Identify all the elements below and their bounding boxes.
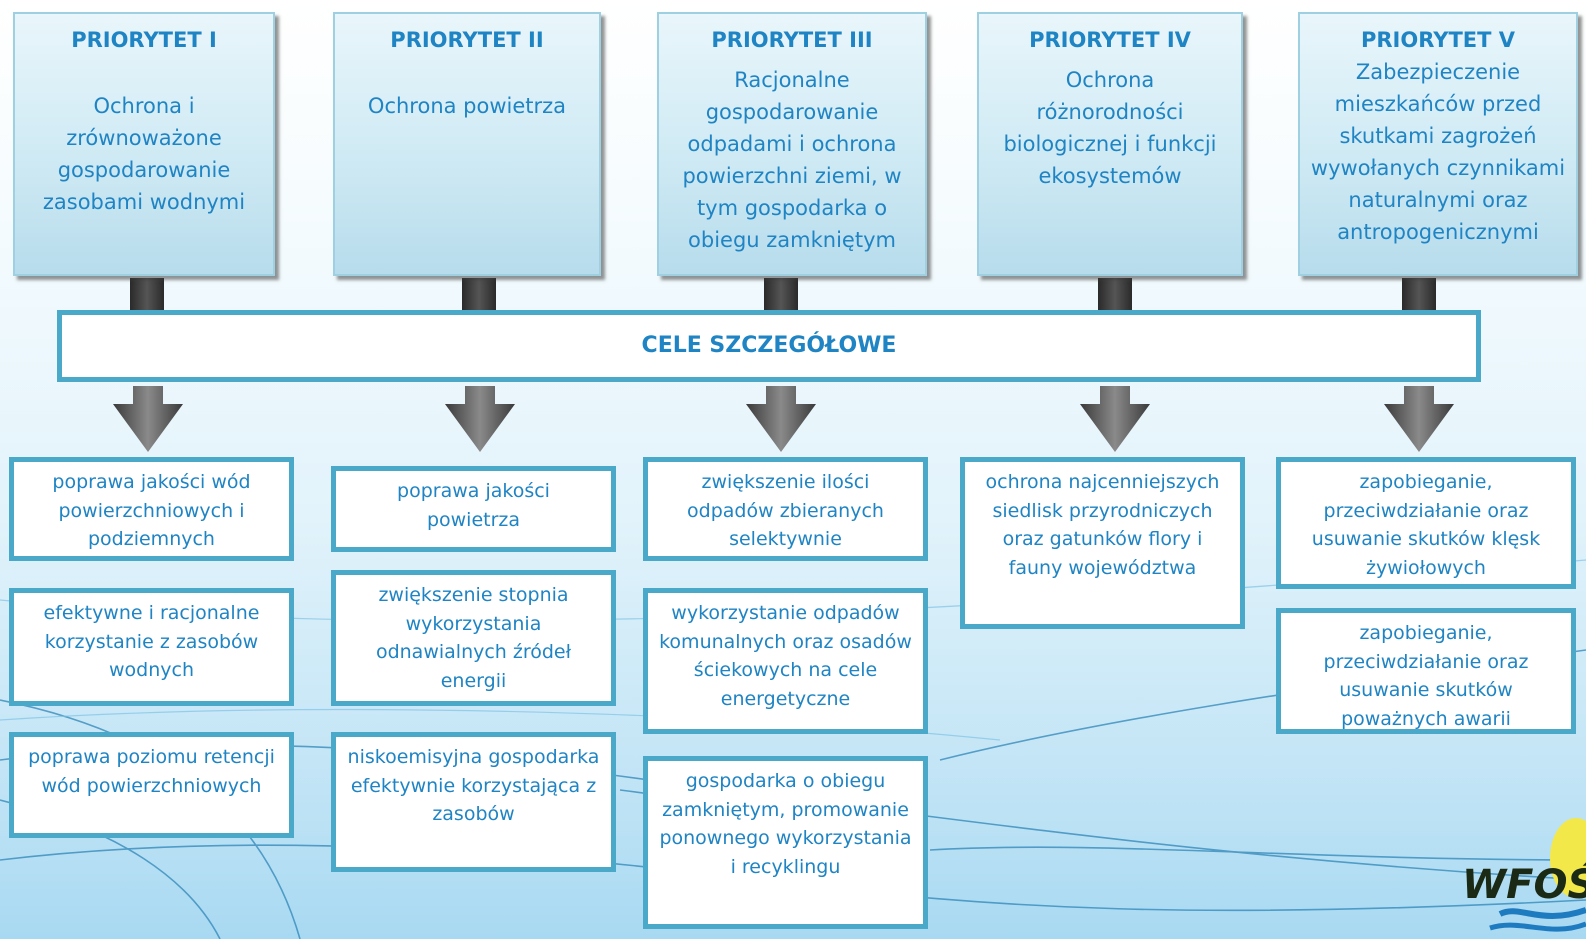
connector-4	[1098, 278, 1132, 312]
goal-text: niskoemisyjna gospodarka efektywnie korz…	[347, 746, 600, 825]
connector-1	[130, 278, 164, 312]
priority-box-5: PRIORYTET V Zabezpieczenie mieszkańców p…	[1298, 12, 1578, 276]
priority-title: PRIORYTET IV	[1029, 28, 1191, 52]
priority-description: Zabezpieczenie mieszkańców przed skutkam…	[1310, 60, 1566, 244]
priority-box-2: PRIORYTET II Ochrona powietrza	[333, 12, 601, 276]
priority-title: PRIORYTET II	[390, 28, 544, 52]
down-arrow-icon	[746, 386, 816, 452]
connector-3	[764, 278, 798, 312]
goal-text: ochrona najcenniejszych siedlisk przyrod…	[985, 471, 1220, 579]
goal-box: zapobieganie, przeciwdziałanie oraz usuw…	[1276, 608, 1576, 734]
goal-text: gospodarka o obiegu zamkniętym, promowan…	[659, 770, 912, 878]
goal-box: poprawa jakości powietrza	[331, 466, 616, 552]
goal-box: gospodarka o obiegu zamkniętym, promowan…	[643, 756, 928, 929]
priority-description: Ochrona powietrza	[367, 94, 567, 118]
goal-box: poprawa poziomu retencji wód powierzchni…	[9, 732, 294, 838]
priority-title: PRIORYTET III	[711, 28, 873, 52]
goal-text: poprawa jakości powietrza	[397, 480, 550, 531]
priority-description: Racjonalne gospodarowanie odpadami i och…	[682, 68, 902, 252]
connector-2	[462, 278, 496, 312]
goal-text: wykorzystanie odpadów komunalnych oraz o…	[659, 602, 912, 710]
down-arrow-icon	[1080, 386, 1150, 452]
goal-text: zwiększenie stopnia wykorzystania odnawi…	[375, 584, 572, 692]
down-arrow-icon	[113, 386, 183, 452]
svg-text:WFOŚ: WFOŚ	[1462, 860, 1586, 908]
cele-title: CELE SZCZEGÓŁOWE	[641, 333, 897, 358]
priority-description: Ochrona różnorodności biologicznej i fun…	[1003, 68, 1217, 188]
goal-text: efektywne i racjonalne korzystanie z zas…	[43, 602, 260, 681]
goal-box: poprawa jakości wód powierzchniowych i p…	[9, 457, 294, 561]
goal-box: wykorzystanie odpadów komunalnych oraz o…	[643, 588, 928, 734]
connector-5	[1402, 278, 1436, 312]
goal-text: poprawa poziomu retencji wód powierzchni…	[28, 746, 275, 797]
goal-box: zapobieganie, przeciwdziałanie oraz usuw…	[1276, 457, 1576, 589]
goal-box: efektywne i racjonalne korzystanie z zas…	[9, 588, 294, 706]
priority-title: PRIORYTET V	[1360, 28, 1515, 52]
goal-text: zapobieganie, przeciwdziałanie oraz usuw…	[1323, 622, 1529, 730]
priority-box-4: PRIORYTET IV Ochrona różnorodności biolo…	[977, 12, 1243, 276]
goal-box: niskoemisyjna gospodarka efektywnie korz…	[331, 732, 616, 872]
goal-box: zwiększenie ilości odpadów zbieranych se…	[643, 457, 928, 561]
priority-description: Ochrona i zrównoważone gospodarowanie za…	[42, 94, 246, 214]
goal-box: zwiększenie stopnia wykorzystania odnawi…	[331, 570, 616, 706]
down-arrow-icon	[445, 386, 515, 452]
goal-text: poprawa jakości wód powierzchniowych i p…	[52, 471, 251, 550]
goal-text: zwiększenie ilości odpadów zbieranych se…	[687, 471, 884, 550]
wfos-logo: WFOŚ	[1460, 810, 1586, 939]
priority-title: PRIORYTET I	[71, 28, 217, 52]
goal-text: zapobieganie, przeciwdziałanie oraz usuw…	[1311, 471, 1541, 579]
priority-box-1: PRIORYTET I Ochrona i zrównoważone gospo…	[13, 12, 275, 276]
priority-box-3: PRIORYTET III Racjonalne gospodarowanie …	[657, 12, 927, 276]
goal-box: ochrona najcenniejszych siedlisk przyrod…	[960, 457, 1245, 629]
down-arrow-icon	[1384, 386, 1454, 452]
cele-szczegolowe-bar: CELE SZCZEGÓŁOWE	[57, 310, 1481, 382]
